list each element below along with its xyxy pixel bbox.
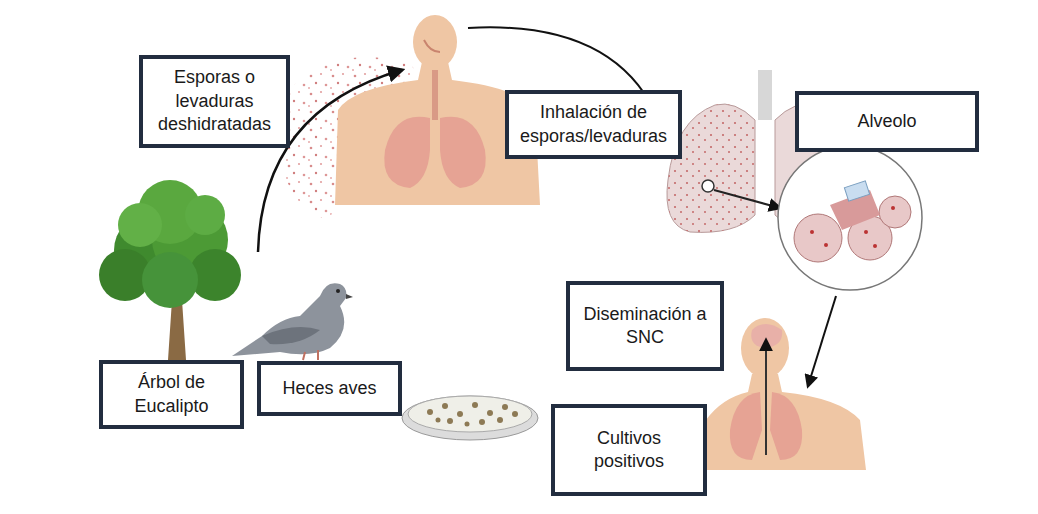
cycle-arrow bbox=[808, 296, 836, 386]
eucalyptus-tree bbox=[99, 180, 241, 360]
label-box: Cultivos positivos bbox=[551, 404, 707, 496]
box-label: Esporas o levaduras deshidratadas bbox=[153, 66, 276, 136]
label-box: Diseminación a SNC bbox=[566, 281, 724, 371]
box-label: Árbol de Eucalipto bbox=[113, 371, 230, 418]
label-box: Heces aves bbox=[257, 361, 402, 416]
label-box: Árbol de Eucalipto bbox=[99, 360, 244, 429]
box-label: Cultivos positivos bbox=[565, 427, 693, 474]
pigeon bbox=[232, 283, 353, 360]
box-label: Alveolo bbox=[857, 110, 916, 133]
petri-dish bbox=[402, 396, 538, 440]
label-box: Alveolo bbox=[795, 91, 979, 152]
box-label: Diseminación a SNC bbox=[580, 303, 710, 350]
label-box: Esporas o levaduras deshidratadas bbox=[139, 55, 290, 148]
label-box: Inhalación de esporas/levaduras bbox=[505, 90, 682, 159]
box-label: Heces aves bbox=[282, 377, 376, 400]
box-label: Inhalación de esporas/levaduras bbox=[519, 101, 668, 148]
person-dissemination bbox=[700, 318, 866, 470]
alveolus-inset bbox=[778, 146, 922, 290]
